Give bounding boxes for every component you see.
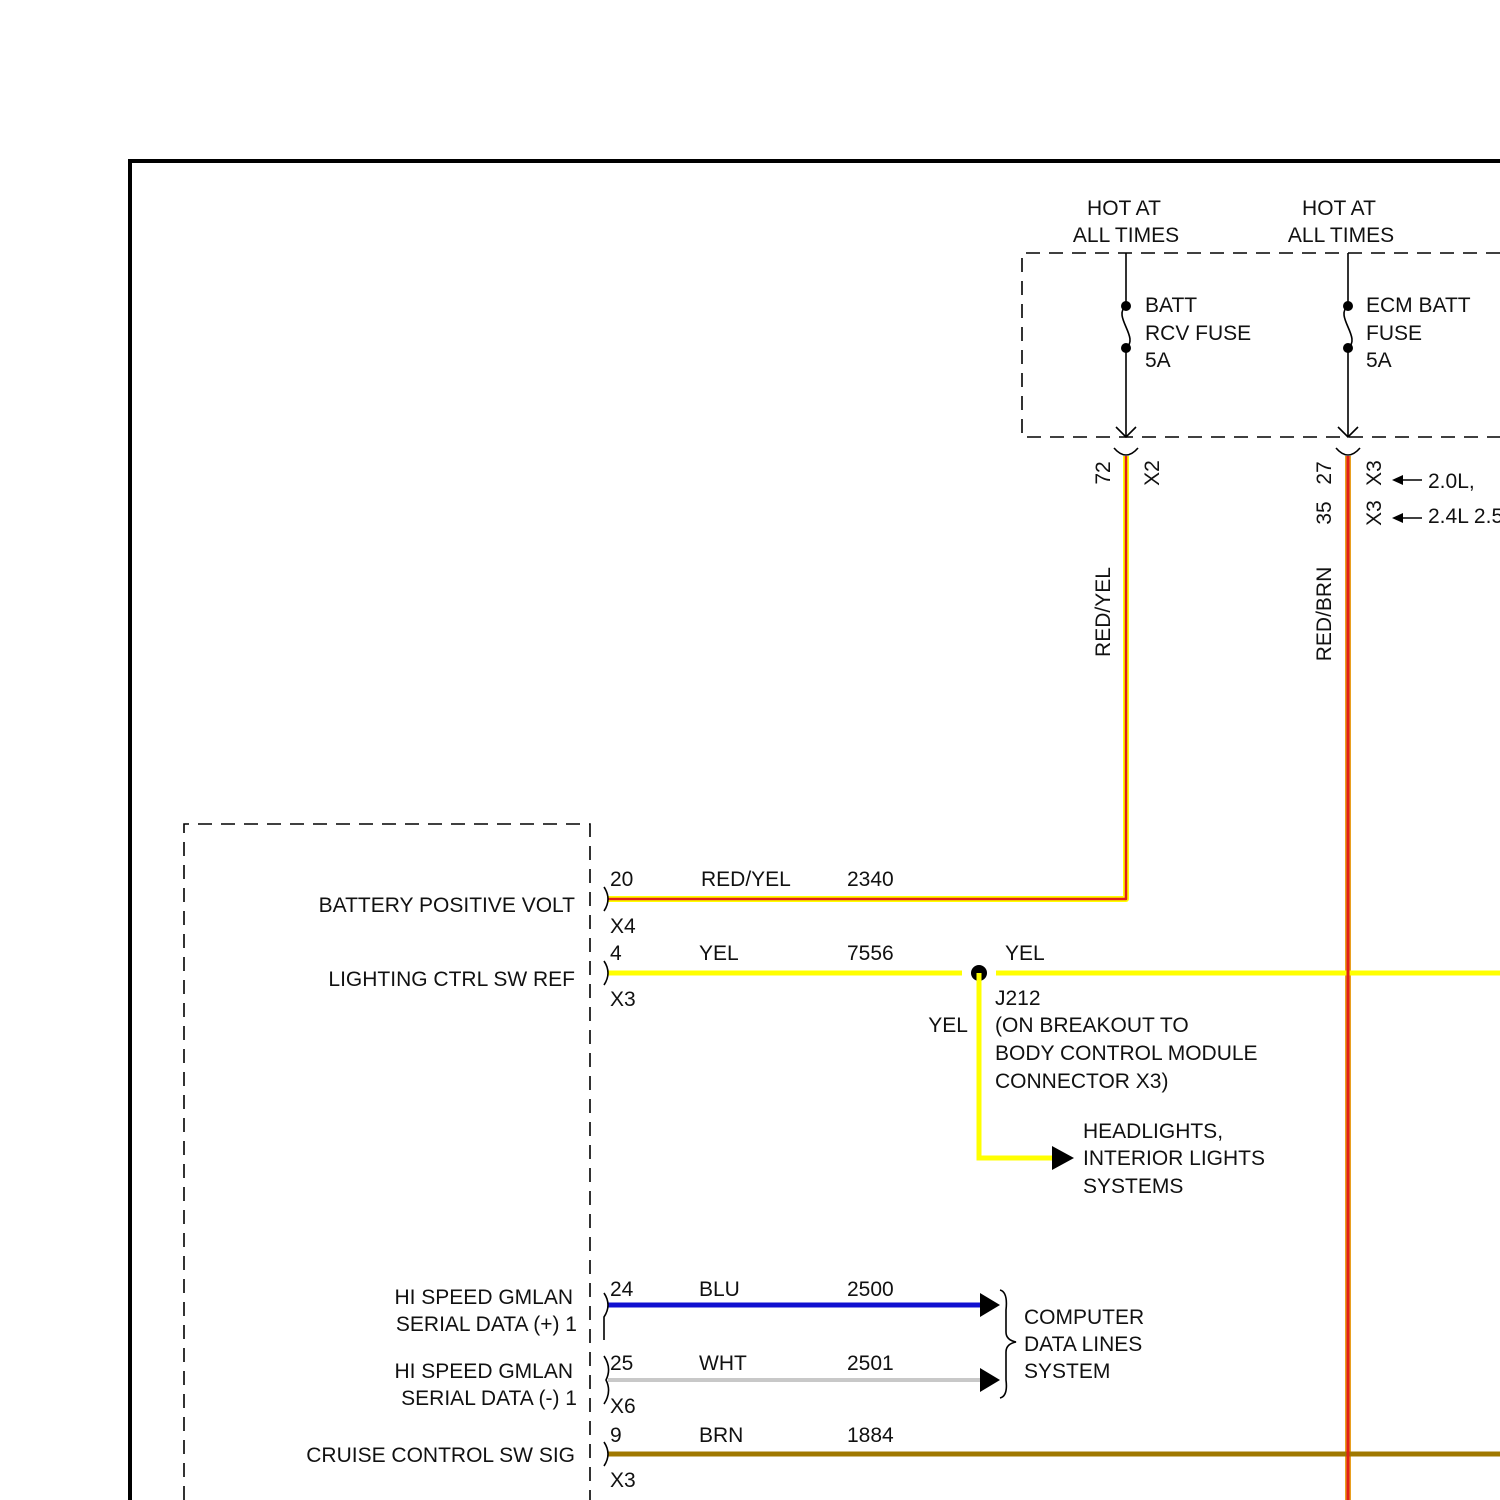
module-label-lighting-ctrl-sw-ref: LIGHTING CTRL SW REF — [328, 968, 575, 991]
connector-x3-label: X3 — [610, 988, 636, 1011]
wire-color-red-yel: RED/YEL — [701, 868, 791, 891]
connector-x3-b-label: X3 — [1363, 500, 1386, 526]
arrow-left-icon — [1392, 475, 1422, 485]
pin-72: 72 — [1092, 461, 1115, 484]
hot-label-1-line2: ALL TIMES — [1073, 224, 1179, 247]
pin-bracket-4 — [604, 961, 608, 985]
engine-note-20l: 2.0L, — [1428, 470, 1475, 493]
splice-down-color: YEL — [928, 1014, 968, 1037]
headlights-ref-line2: INTERIOR LIGHTS — [1083, 1147, 1265, 1170]
fuse-block-outline — [1022, 253, 1500, 437]
pin-bracket-25 — [604, 1356, 609, 1404]
splice-id: J212 — [995, 987, 1041, 1010]
connector-x3-cruise-label: X3 — [610, 1469, 636, 1492]
pin-bracket-9 — [604, 1442, 608, 1466]
wire-color-yel: YEL — [699, 942, 739, 965]
ecm-batt-fuse: ECM BATT FUSE 5A — [1338, 253, 1471, 437]
fuse-block: HOT AT ALL TIMES HOT AT ALL TIMES BATT R… — [1022, 197, 1500, 437]
module-label-battery-positive-volt: BATTERY POSITIVE VOLT — [319, 894, 576, 917]
pin-20: 20 — [610, 868, 633, 891]
data-lines-brace — [1000, 1290, 1016, 1398]
batt-rcv-fuse-name-line2: RCV FUSE — [1145, 322, 1251, 345]
data-plus-arrow-icon — [980, 1293, 1000, 1317]
data-lines-ref-line3: SYSTEM — [1024, 1360, 1110, 1383]
splice-out-color: YEL — [1005, 942, 1045, 965]
pin-35: 35 — [1313, 501, 1336, 524]
data-lines-ref-line2: DATA LINES — [1024, 1333, 1142, 1356]
connector-x6-label: X6 — [610, 1395, 636, 1418]
connector-x4-label: X4 — [610, 915, 636, 938]
pin-27: 27 — [1313, 461, 1336, 484]
splice-note-line1: (ON BREAKOUT TO — [995, 1014, 1189, 1037]
module-label-gmlan-minus-line2: SERIAL DATA (-) 1 — [401, 1387, 577, 1410]
pin-25: 25 — [610, 1352, 633, 1375]
wire-red-yel-outer — [608, 456, 1126, 899]
arrow-left-icon — [1392, 513, 1422, 523]
ecm-batt-fuse-name-line2: FUSE — [1366, 322, 1422, 345]
circuit-2501: 2501 — [847, 1352, 894, 1375]
splice-note-line3: CONNECTOR X3) — [995, 1070, 1168, 1093]
engine-note-24l: 2.4L 2.5 — [1428, 505, 1500, 528]
splice-note-line2: BODY CONTROL MODULE — [995, 1042, 1258, 1065]
module-label-gmlan-minus-line1: HI SPEED GMLAN — [394, 1360, 573, 1383]
wire-red-yel — [608, 456, 1126, 899]
hot-label-1-line1: HOT AT — [1087, 197, 1161, 220]
pin-bracket-24 — [604, 1293, 608, 1340]
pin-9: 9 — [610, 1424, 622, 1447]
connector-x2-label: X2 — [1141, 460, 1164, 486]
circuit-2500: 2500 — [847, 1278, 894, 1301]
pin-24: 24 — [610, 1278, 634, 1301]
wire-color-brn: BRN — [699, 1424, 743, 1447]
module-label-cruise-control-sw-sig: CRUISE CONTROL SW SIG — [306, 1444, 575, 1467]
circuit-7556: 7556 — [847, 942, 894, 965]
wire-color-label-red-yel-vertical: RED/YEL — [1092, 567, 1115, 657]
headlights-ref-line1: HEADLIGHTS, — [1083, 1120, 1223, 1143]
batt-rcv-fuse: BATT RCV FUSE 5A — [1116, 253, 1251, 437]
wire-color-label-red-brn-vertical: RED/BRN — [1313, 567, 1336, 662]
module-label-gmlan-plus-line1: HI SPEED GMLAN — [394, 1286, 573, 1309]
ecm-batt-fuse-name-line1: ECM BATT — [1366, 294, 1471, 317]
module-label-gmlan-plus-line2: SERIAL DATA (+) 1 — [396, 1313, 577, 1336]
batt-rcv-fuse-rating: 5A — [1145, 349, 1171, 372]
ecm-batt-fuse-rating: 5A — [1366, 349, 1392, 372]
connector-cup-x2 — [1114, 448, 1138, 455]
data-minus-arrow-icon — [980, 1368, 1000, 1392]
circuit-1884: 1884 — [847, 1424, 894, 1447]
data-lines-ref-line1: COMPUTER — [1024, 1306, 1144, 1329]
circuit-2340: 2340 — [847, 868, 894, 891]
batt-rcv-fuse-name-line1: BATT — [1145, 294, 1197, 317]
pin-bracket-20 — [604, 887, 608, 911]
diagram-frame — [130, 161, 1500, 1500]
headlights-ref-line3: SYSTEMS — [1083, 1175, 1183, 1198]
pin-4: 4 — [610, 942, 622, 965]
connector-cup-x3 — [1336, 448, 1360, 455]
wire-color-blu: BLU — [699, 1278, 740, 1301]
connector-x3-a-label: X3 — [1363, 460, 1386, 486]
hot-label-2-line2: ALL TIMES — [1288, 224, 1394, 247]
headlights-arrow-icon — [1052, 1146, 1074, 1170]
hot-label-2-line1: HOT AT — [1302, 197, 1376, 220]
wire-color-wht: WHT — [699, 1352, 747, 1375]
